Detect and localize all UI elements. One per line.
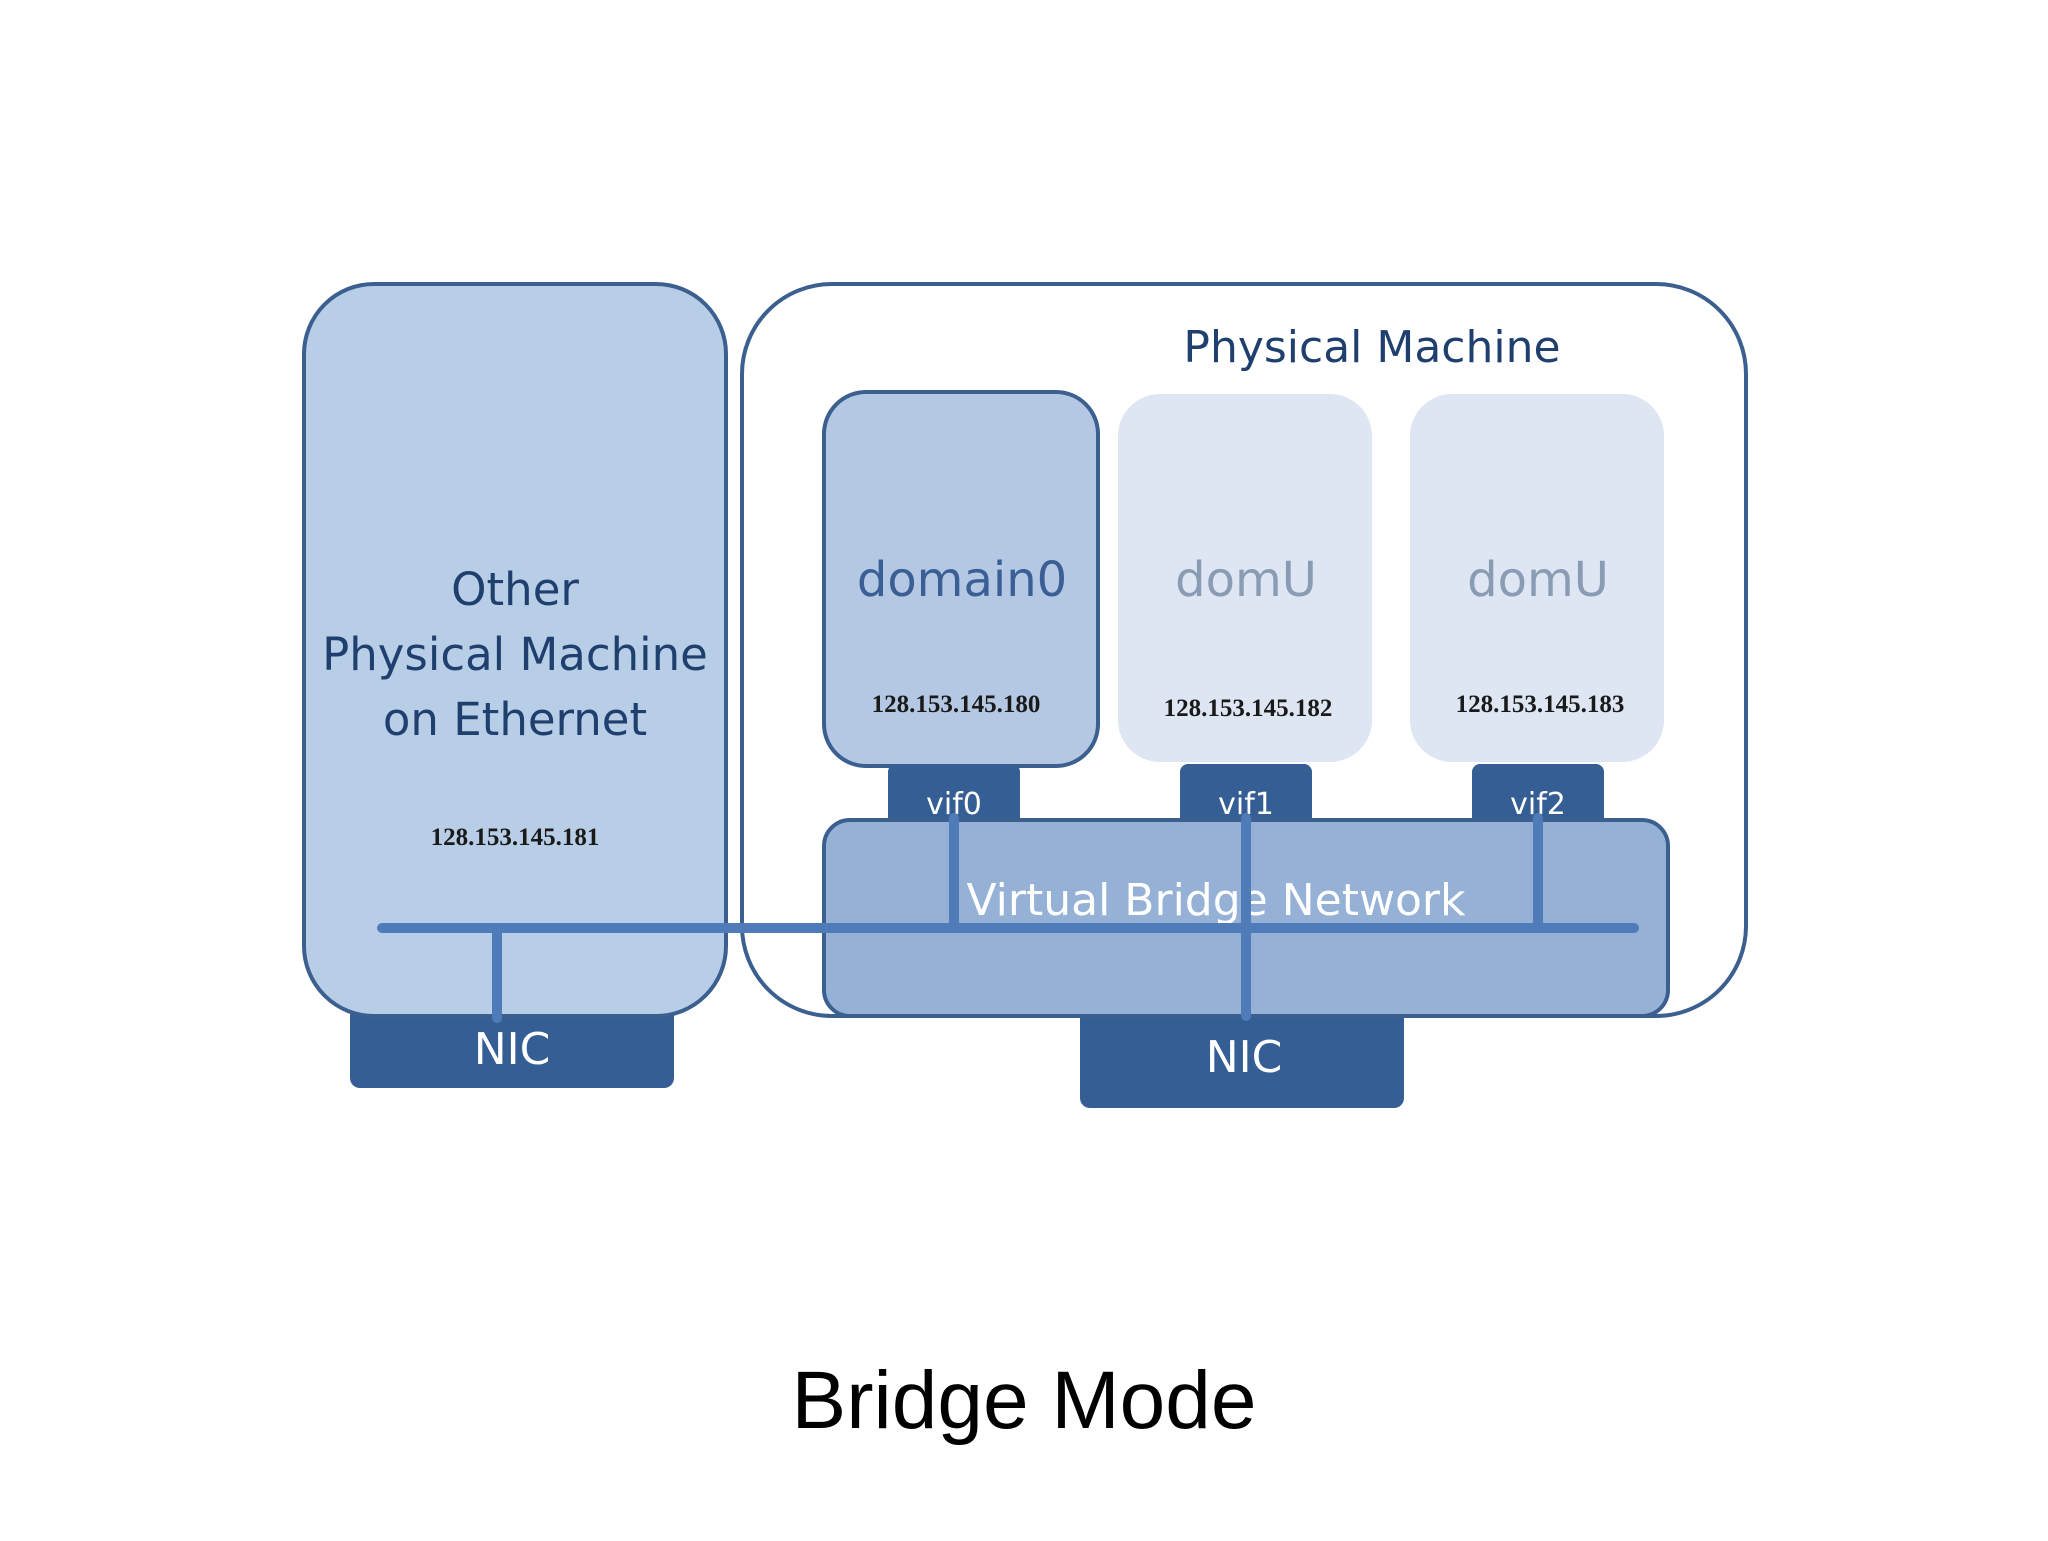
domu2-ip: 128.153.145.183 bbox=[1456, 691, 1625, 718]
vif0-tab bbox=[888, 764, 1020, 826]
domu1-box bbox=[1118, 394, 1372, 762]
vif2-tab bbox=[1472, 764, 1604, 826]
physical-machine-nic-label: NIC bbox=[1206, 1032, 1283, 1083]
other-machine-ip: 128.153.145.181 bbox=[431, 824, 600, 851]
domain0-ip: 128.153.145.180 bbox=[872, 691, 1041, 718]
network-wires bbox=[377, 813, 1639, 1023]
virtual-bridge-network-label: Virtual Bridge Network bbox=[967, 875, 1466, 926]
domu1-ip: 128.153.145.182 bbox=[1164, 695, 1333, 722]
physical-machine: Physical Machine domain0 128.153.145.180… bbox=[740, 282, 1748, 1108]
other-machine-title-line2: Physical Machine bbox=[322, 628, 708, 681]
other-machine-title-line3: on Ethernet bbox=[383, 693, 647, 746]
physical-machine-nic bbox=[1080, 1000, 1404, 1108]
other-machine-title-line1: Other bbox=[451, 563, 579, 616]
diagram-caption: Bridge Mode bbox=[792, 1355, 1257, 1446]
domu1-label: domU bbox=[1175, 552, 1317, 608]
physical-machine-title: Physical Machine bbox=[1183, 322, 1560, 373]
domain0-label: domain0 bbox=[857, 552, 1067, 608]
domu2-box bbox=[1410, 394, 1664, 762]
other-machine-nic-label: NIC bbox=[474, 1024, 551, 1075]
vif1-tab bbox=[1180, 764, 1312, 826]
other-machine-box bbox=[302, 282, 728, 1018]
other-physical-machine: Other Physical Machine on Ethernet 128.1… bbox=[302, 282, 728, 1088]
other-machine-nic bbox=[350, 1006, 674, 1088]
domu2-label: domU bbox=[1467, 552, 1609, 608]
